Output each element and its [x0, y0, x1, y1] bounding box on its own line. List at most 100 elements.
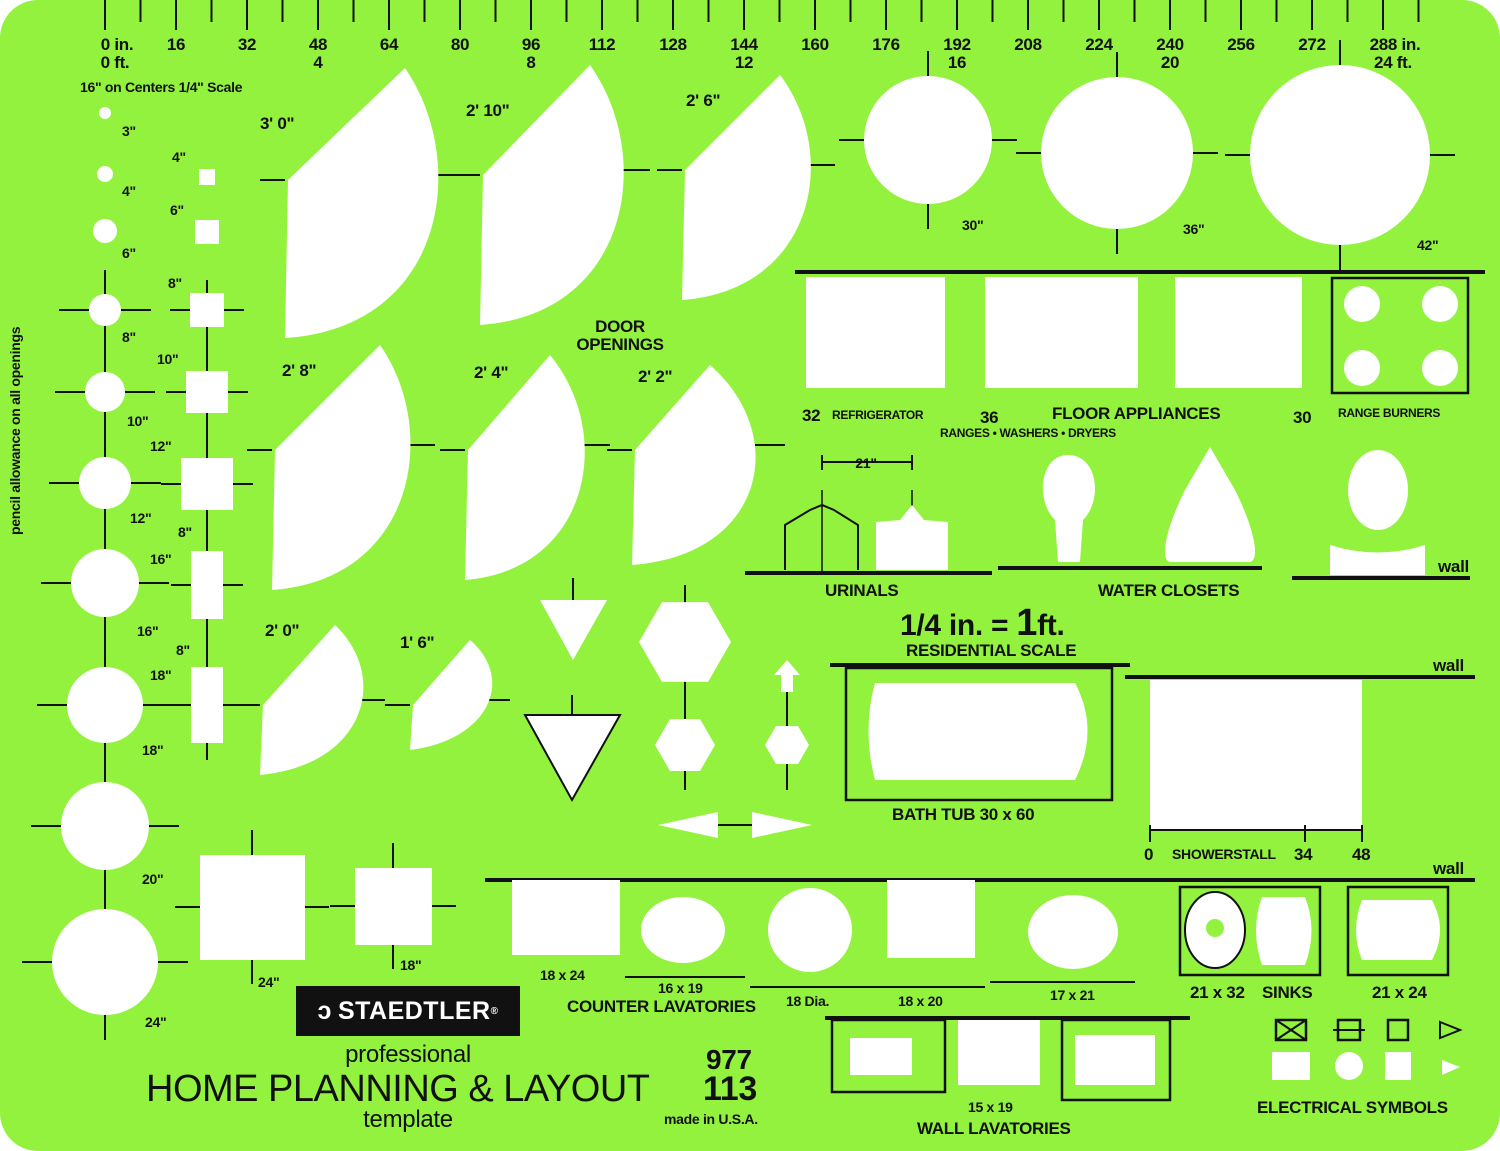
water-closets-label: WATER CLOSETS [1098, 581, 1240, 600]
door-size: 3' 0" [260, 114, 295, 133]
sink-cutout [1356, 900, 1440, 960]
circle-template [85, 372, 125, 412]
double-arrow-cutout [658, 812, 812, 838]
ruler-foot-label: 0 ft. [100, 53, 130, 72]
square-template [195, 220, 219, 244]
electrical-flag-icon [1439, 1020, 1463, 1040]
water-closet-cutout [1165, 447, 1255, 562]
scale-unit: ft. [1037, 609, 1065, 642]
ruler-inch-label: 240 [1156, 35, 1184, 54]
wall-lav-cutout [1075, 1035, 1155, 1085]
square-template [200, 855, 305, 960]
round-label: 30" [962, 217, 984, 233]
square-template [181, 458, 233, 510]
ruler-inch-label: 64 [379, 35, 399, 54]
electrical-cutout [1272, 1052, 1310, 1080]
door-size: 2' 8" [282, 361, 317, 380]
circle-label: 20" [142, 871, 164, 887]
counter-size: 16 x 19 [658, 980, 703, 996]
logo-mark-icon: ↄ [317, 996, 332, 1025]
ruler-inch-label: 256 [1227, 35, 1255, 54]
square-label: 10" [157, 351, 179, 367]
appliance-size: 36 [980, 408, 999, 427]
door-swing-cutout [465, 355, 585, 580]
electrical-cutout [1442, 1060, 1460, 1075]
circle-template [61, 782, 149, 870]
hexagon-cutout [655, 719, 715, 771]
water-closet-cutout [1042, 455, 1095, 562]
door-size: 2' 4" [474, 363, 509, 382]
ruler-inch-label: 32 [237, 35, 257, 54]
round-label: 36" [1183, 221, 1205, 237]
ruler-inch-label: 144 [730, 35, 758, 54]
door-swing-cutout [410, 640, 493, 750]
ruler-inch-label: 192 [943, 35, 971, 54]
square-template [186, 371, 228, 413]
ruler-inch-label: 160 [801, 35, 829, 54]
logo-reg: ® [490, 1005, 499, 1017]
wall-lav-cutout [850, 1038, 912, 1075]
wall-lav-frame [830, 1018, 947, 1094]
circle-label: 8" [122, 329, 136, 345]
square-label: 18" [150, 667, 172, 683]
showerstall-label: SHOWERSTALL [1172, 846, 1276, 862]
square-template [199, 169, 215, 185]
square-template [355, 868, 432, 945]
circle-template [67, 667, 143, 743]
ruler-inch-label: 224 [1085, 35, 1113, 54]
model-number: 977 [706, 1044, 752, 1075]
door-swing-cutout [682, 75, 811, 300]
water-closet-cutout [1330, 545, 1425, 575]
square-template [191, 551, 223, 619]
circle-label: 12" [130, 510, 152, 526]
electrical-switch-icon [1274, 1018, 1308, 1042]
square-label: 4" [172, 149, 186, 165]
circle-label: 24" [145, 1014, 167, 1030]
ruler-inch-label: 128 [659, 35, 687, 54]
circle-label: 10" [127, 413, 149, 429]
circle-template [89, 294, 121, 326]
floor-appliances-subtitle: RANGES • WASHERS • DRYERS [940, 426, 1116, 440]
counter-size: 17 x 21 [1050, 987, 1095, 1003]
professional-text: professional [345, 1041, 471, 1068]
square-label: 8" [178, 524, 192, 540]
bathtub-cutout [868, 683, 1088, 780]
sink-size: 21 x 32 [1190, 983, 1245, 1002]
ruler-foot-label: 4 [313, 53, 323, 72]
urinal-cutout [876, 505, 948, 570]
ruler-inch-label: 0 in. [100, 35, 134, 54]
ruler-inch-label: 288 in. [1369, 35, 1421, 54]
shower-mark: 0 [1144, 845, 1154, 864]
burner-cutout [1344, 286, 1380, 322]
logo-text: STAEDTLER [337, 996, 491, 1025]
door-swing-cutout [272, 345, 411, 590]
counter-size: 18 x 20 [898, 993, 943, 1009]
wall-label: wall [1433, 656, 1464, 675]
ruler-foot-label: 24 ft. [1374, 53, 1412, 72]
template-text: template [363, 1106, 453, 1133]
counter-lav-cutout [887, 880, 975, 958]
counter-lav-cutout [641, 897, 725, 963]
triangle-cutout [540, 600, 607, 660]
counter-lavatories-label: COUNTER LAVATORIES [567, 997, 756, 1016]
wall-lav-frame [1060, 1018, 1172, 1102]
scale-title: 1/4 in. = 1ft. [900, 604, 1065, 642]
circle-template [99, 107, 111, 119]
refrigerator-label: REFRIGERATOR [832, 408, 924, 422]
bathtub-frame [844, 666, 1114, 802]
door-swing-cutout [285, 68, 439, 338]
counter-lav-cutout [1028, 895, 1118, 969]
counter-lav-cutout [768, 888, 852, 972]
door-swing-cutout [260, 625, 364, 775]
burner-cutout [1422, 350, 1458, 386]
shower-mark: 48 [1352, 845, 1371, 864]
ruler-inch-label: 112 [588, 35, 616, 54]
ruler-inch-label: 176 [872, 35, 900, 54]
electrical-symbol-line [1275, 1019, 1307, 1041]
circle-label: 18" [142, 742, 164, 758]
burner-cutout [1344, 350, 1380, 386]
shower-mark: 34 [1294, 845, 1313, 864]
counter-size: 18 Dia. [786, 993, 830, 1009]
refrigerator-cutout [806, 277, 945, 388]
